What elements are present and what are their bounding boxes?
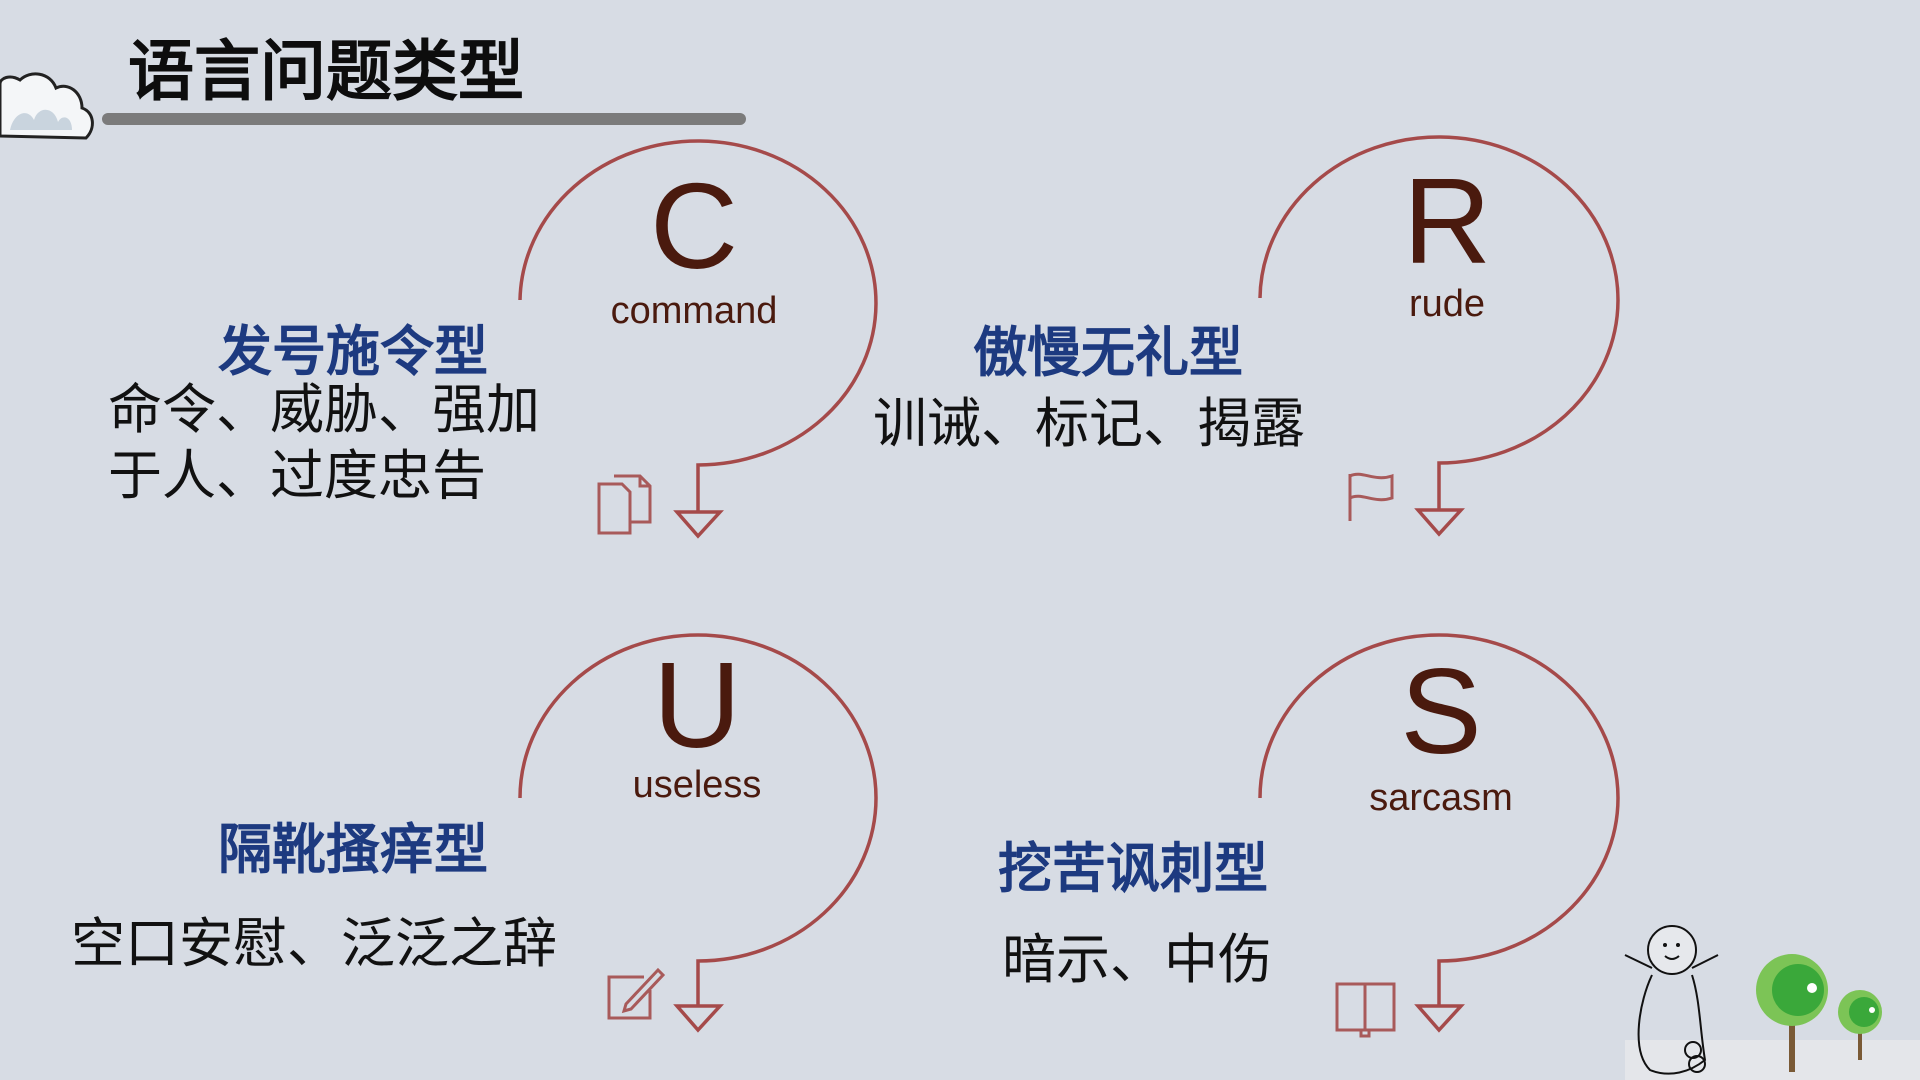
description-line: 于人、过度忠告 bbox=[108, 444, 486, 507]
quadrant-rude: R rude 傲慢无礼型 训诫、标记、揭露 bbox=[873, 135, 1620, 537]
book-icon bbox=[1335, 982, 1396, 1038]
description-line: 命令、威胁、强加 bbox=[108, 378, 540, 441]
copy-icon bbox=[597, 474, 652, 535]
description-line: 空口安慰、泛泛之辞 bbox=[71, 912, 557, 975]
loop-arrow bbox=[1258, 633, 1620, 1006]
letter: S bbox=[1400, 643, 1481, 779]
letter: C bbox=[650, 158, 738, 294]
type-heading: 发号施令型 bbox=[218, 320, 488, 383]
description-line: 暗示、中伤 bbox=[1002, 928, 1272, 991]
word: command bbox=[611, 290, 778, 332]
quadrant-useless: U useless 隔靴搔痒型 空口安慰、泛泛之辞 bbox=[71, 633, 878, 1033]
word: useless bbox=[633, 764, 762, 806]
loop-arrow bbox=[518, 633, 878, 1006]
description-line: 训诫、标记、揭露 bbox=[873, 392, 1305, 455]
letter: U bbox=[653, 637, 741, 773]
quadrant-sarcasm: S sarcasm 挖苦讽刺型 暗示、中伤 bbox=[998, 633, 1620, 1038]
arrow-head bbox=[673, 510, 724, 539]
word: sarcasm bbox=[1369, 777, 1513, 819]
loop-arrow bbox=[1258, 135, 1620, 510]
girl-and-trees-illustration bbox=[1624, 925, 1920, 1080]
type-heading: 傲慢无礼型 bbox=[973, 321, 1243, 384]
quadrant-command: C command 发号施令型 命令、威胁、强加 于人、过度忠告 bbox=[108, 139, 878, 539]
edit-icon bbox=[607, 967, 666, 1020]
page-title: 语言问题类型 bbox=[128, 33, 524, 110]
type-heading: 挖苦讽刺型 bbox=[998, 837, 1268, 900]
arrow-head bbox=[673, 1004, 724, 1033]
word: rude bbox=[1409, 283, 1485, 325]
loop-arrow bbox=[518, 139, 878, 512]
type-heading: 隔靴搔痒型 bbox=[218, 818, 488, 881]
arrow-head bbox=[1414, 508, 1465, 537]
arrow-head bbox=[1414, 1004, 1465, 1033]
letter: R bbox=[1403, 153, 1491, 289]
flag-icon bbox=[1348, 472, 1394, 521]
cloud-icon bbox=[0, 72, 94, 140]
